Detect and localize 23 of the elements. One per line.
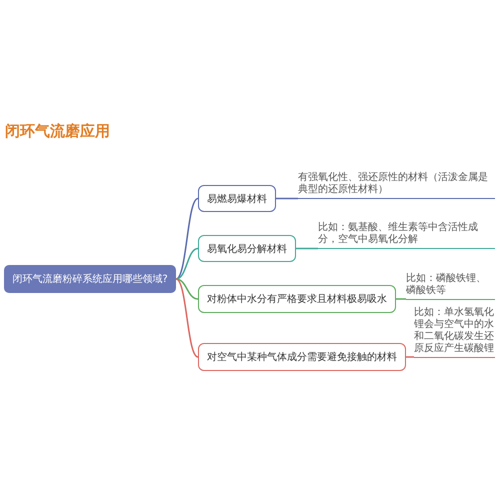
- central-topic-box: [4, 265, 176, 293]
- subtopic-text: 有强氧化性、强还原性的材料（活泼金属是典型的还原性材料）: [298, 172, 495, 200]
- branch-connector: [406, 356, 414, 358]
- title: 闭环气流磨应用: [5, 122, 110, 141]
- topic-text: 对粉体中水分有严格要求且材料极易吸水: [207, 292, 387, 306]
- topic-text: 对空气中某种气体成分需要避免接触的材料: [207, 350, 397, 364]
- branch-connector: [396, 298, 406, 300]
- subtopic-text: 比如：氨基酸、维生素等中含活性成分，空气中易氧化分解: [318, 222, 495, 250]
- topic-box: [198, 235, 296, 262]
- topic-box: [198, 185, 276, 212]
- branch-connector: [276, 198, 298, 200]
- subtopic-text: 比如：磷酸铁锂、磷酸铁等: [406, 272, 495, 300]
- topic-box: [198, 285, 396, 313]
- subtopic-text: 比如：单水氢氧化锂会与空气中的水和二氧化碳发生还原反应产生碳酸锂: [414, 306, 495, 358]
- branch-connector: [176, 278, 198, 300]
- topic-text: 易氧化易分解材料: [207, 242, 287, 256]
- topic-box: [198, 343, 406, 371]
- branch-connector: [176, 278, 198, 358]
- branch-connector: [176, 198, 198, 280]
- branch-connector: [296, 248, 318, 250]
- central-topic-text: 闭环气流磨粉碎系统应用哪些领域?: [12, 272, 168, 286]
- topic-text: 易燃易爆材料: [207, 192, 267, 206]
- branch-connector: [176, 248, 198, 280]
